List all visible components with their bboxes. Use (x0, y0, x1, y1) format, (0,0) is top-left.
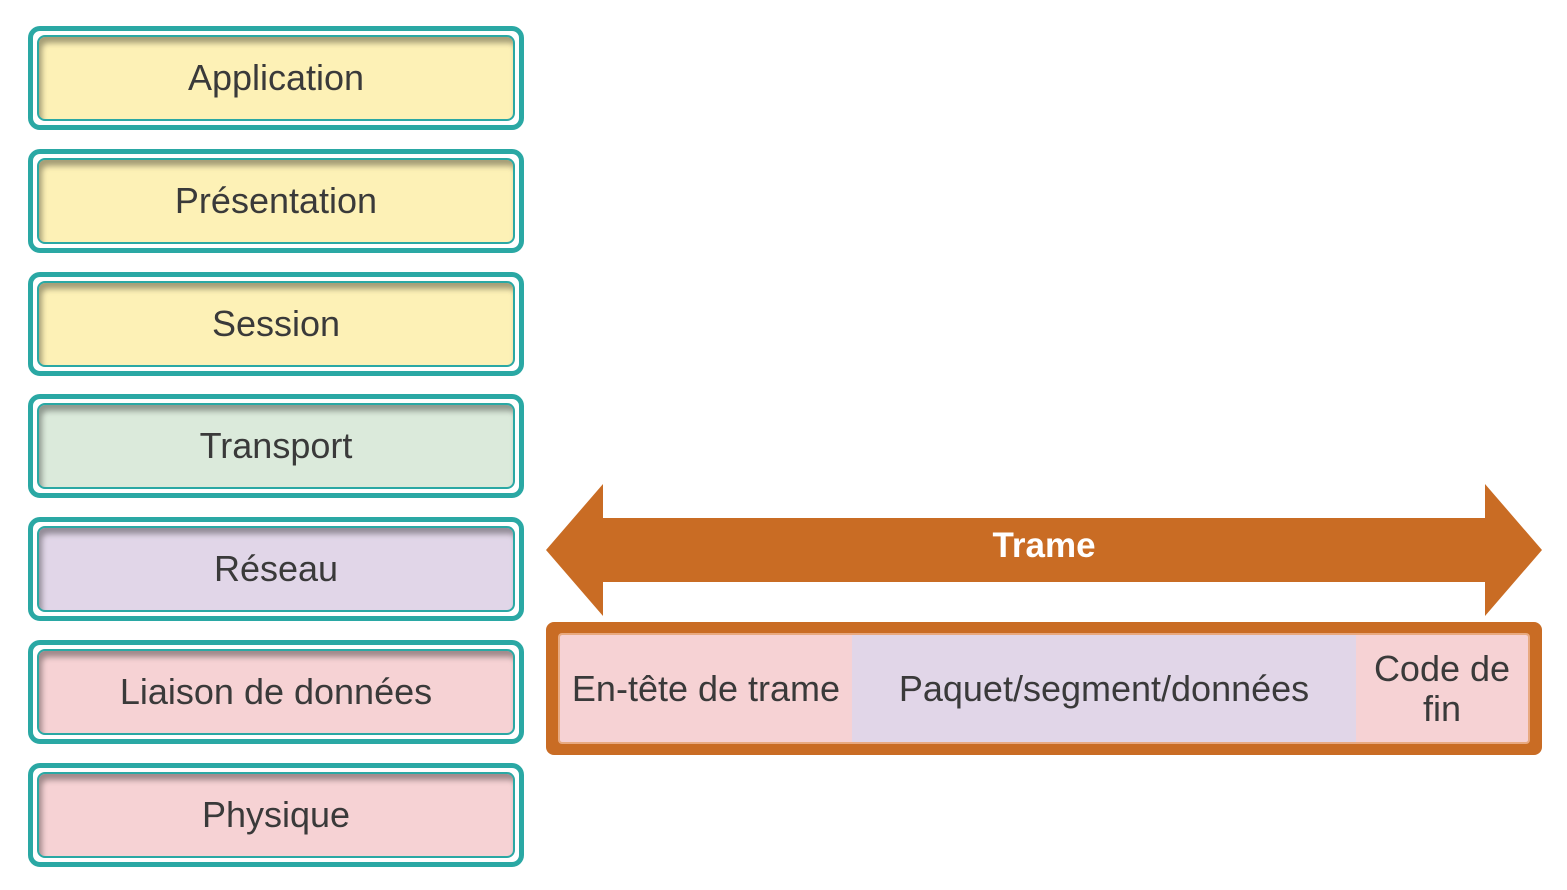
layer-application: Application (28, 26, 524, 130)
layer-application-label: Application (37, 35, 515, 121)
layer-physique: Physique (28, 763, 524, 867)
layer-liaison-label: Liaison de données (37, 649, 515, 735)
frame-header-field: En-tête de trame (560, 635, 852, 742)
layer-presentation-label: Présentation (37, 158, 515, 244)
double-arrow-icon (546, 484, 1542, 616)
layer-transport: Transport (28, 394, 524, 498)
layer-transport-label: Transport (37, 403, 515, 489)
frame-fields: En-tête de trame Paquet/segment/données … (558, 633, 1530, 744)
frame-payload-field: Paquet/segment/données (852, 635, 1356, 742)
layer-liaison: Liaison de données (28, 640, 524, 744)
frame-trailer-field: Code de fin (1356, 635, 1528, 742)
layer-reseau-label: Réseau (37, 526, 515, 612)
frame-structure: En-tête de trame Paquet/segment/données … (546, 622, 1542, 755)
layer-reseau: Réseau (28, 517, 524, 621)
layer-session-label: Session (37, 281, 515, 367)
layer-presentation: Présentation (28, 149, 524, 253)
layer-physique-label: Physique (37, 772, 515, 858)
layer-session: Session (28, 272, 524, 376)
trame-label: Trame (992, 526, 1096, 565)
